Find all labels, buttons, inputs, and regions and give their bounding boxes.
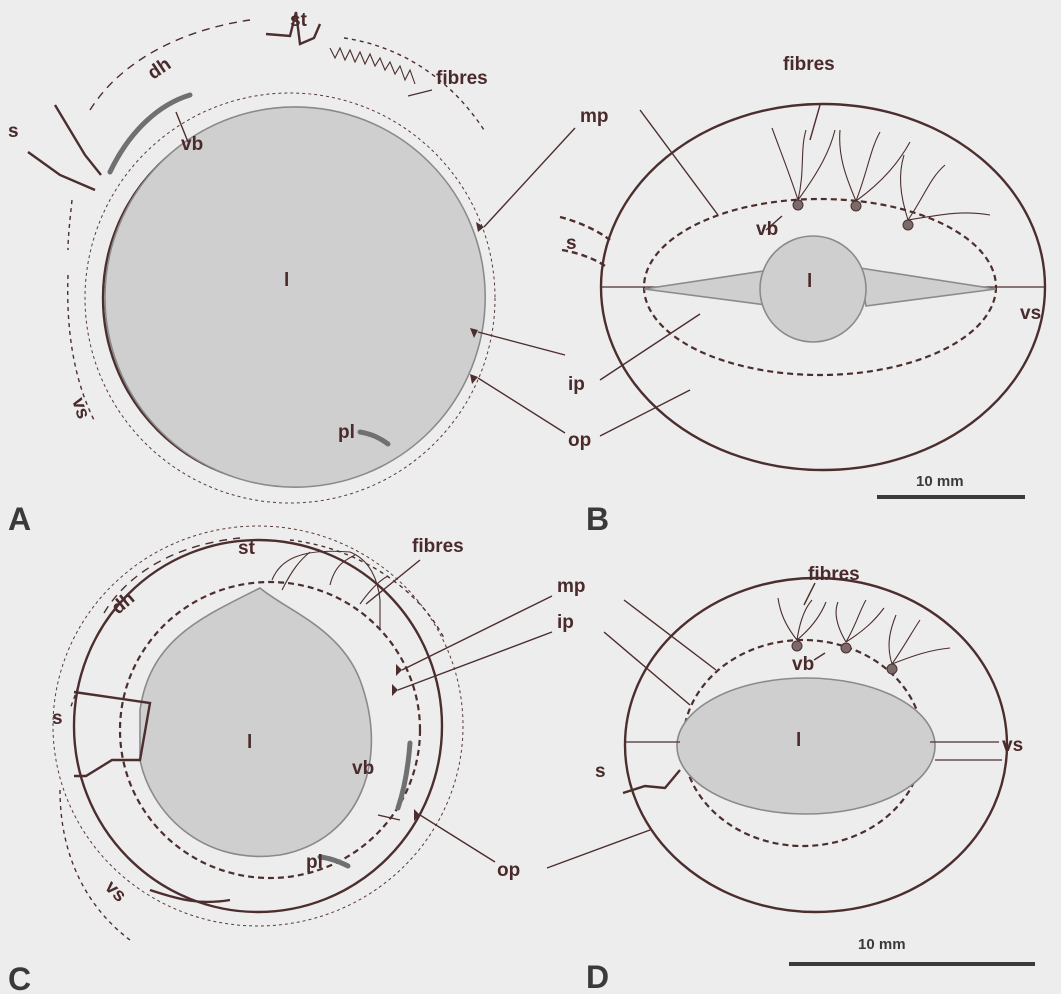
panel-c-label-pl: pl (306, 852, 323, 873)
panel-b-label-ip: ip (568, 374, 585, 395)
panel-b-label-mp: mp (580, 106, 609, 127)
panel-d-label-ip: ip (557, 612, 574, 633)
panel-d-scale-label: 10 mm (858, 936, 906, 953)
panel-b-scale-label: 10 mm (916, 473, 964, 490)
panel-b-vb-dot-3 (903, 220, 913, 230)
panel-c-label-vb: vb (352, 758, 374, 779)
panel-b-label-vb: vb (756, 219, 778, 240)
panel-d-label-fibres: fibres (808, 564, 860, 585)
panel-b-label-l: l (807, 271, 812, 292)
panel-c-label-st: st (238, 538, 256, 559)
panel-d-label-mp: mp (557, 576, 586, 597)
panel-b-letter: B (586, 501, 609, 537)
panel-a-letter: A (8, 501, 31, 537)
panel-b-locule (760, 236, 866, 342)
panel-a-label-st: st (290, 10, 308, 31)
panel-a-locule-shape (105, 107, 485, 487)
panel-d-label-op: op (497, 860, 520, 881)
panel-a-label-pl: pl (338, 422, 355, 443)
panel-d-label-vs: vs (1002, 735, 1023, 756)
panel-d-label-vb: vb (792, 654, 814, 675)
panel-c-label-s: s (52, 708, 63, 729)
panel-c-letter: C (8, 961, 31, 994)
panel-c-label-l: l (247, 732, 252, 753)
panel-b-label-vs: vs (1020, 303, 1041, 324)
panel-d-label-s: s (595, 761, 606, 782)
panel-a-label-fibres: fibres (436, 68, 488, 89)
panel-d-vb-dot-1 (792, 641, 802, 651)
panel-a-label-s: s (8, 121, 19, 142)
panel-c-label-fibres: fibres (412, 536, 464, 557)
panel-d-locule (677, 678, 935, 814)
panel-d-vb-dot-2 (841, 643, 851, 653)
panel-b-label-op: op (568, 430, 591, 451)
panel-b-vb-dot-1 (793, 200, 803, 210)
panel-b-vb-dot-2 (851, 201, 861, 211)
panel-b-label-fibres: fibres (783, 54, 835, 75)
panel-d-label-l: l (796, 730, 801, 751)
panel-d-letter: D (586, 959, 609, 994)
panel-a-label-vb: vb (181, 134, 203, 155)
panel-b-label-s: s (566, 233, 577, 254)
panel-d-vb-dot-3 (887, 664, 897, 674)
panel-a-label-l: l (284, 270, 289, 291)
